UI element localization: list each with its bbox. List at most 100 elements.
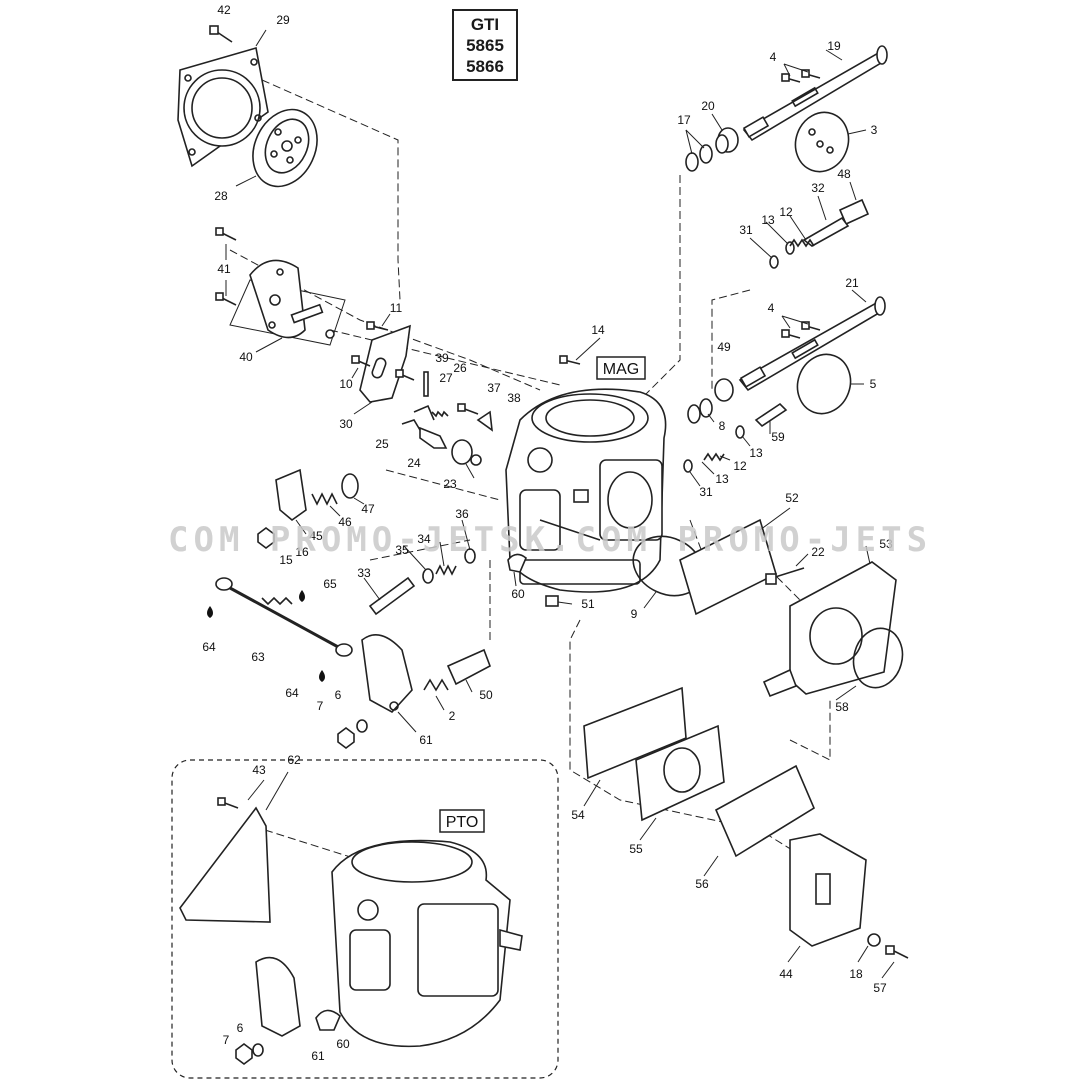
part-number: 29 (276, 13, 290, 27)
part-number: 41 (217, 262, 231, 276)
part-number: 5 (870, 377, 877, 391)
part-number: 16 (295, 545, 309, 559)
part-number: 30 (339, 417, 353, 431)
screw-37b (395, 369, 415, 381)
part-number: 53 (879, 537, 893, 551)
screw-14 (559, 355, 581, 365)
part-number: 21 (845, 276, 859, 290)
part-number: 60 (336, 1037, 350, 1051)
part-number: 35 (395, 543, 409, 557)
watermark-text: COM PROMO-JETSK.COM PROMO-JETSK (168, 520, 928, 560)
bracket-30 (359, 324, 411, 403)
part-number: 23 (443, 477, 457, 491)
bracket-45 (275, 468, 307, 522)
idle-screw-33 (368, 576, 416, 616)
bushing-20 (715, 127, 739, 154)
part-number: 27 (439, 371, 453, 385)
part-number: 20 (701, 99, 715, 113)
mag-label-box (596, 356, 646, 380)
part-number: 38 (507, 391, 521, 405)
part-number: 17 (677, 113, 691, 127)
washer-6-pto (252, 1043, 264, 1057)
nut-7-pto (235, 1043, 253, 1065)
throttle-rod-63 (215, 577, 353, 657)
screw-43 (217, 797, 239, 809)
pin-39 (423, 371, 429, 397)
part-number: 13 (749, 446, 763, 460)
seat-23 (451, 439, 482, 466)
part-number: 58 (835, 700, 849, 714)
nut-51 (545, 595, 559, 607)
shaft-21 (738, 296, 886, 392)
diaphragm-28 (252, 108, 318, 188)
bracket-44 (789, 833, 867, 947)
lever-26 (413, 404, 435, 421)
part-number: 32 (811, 181, 825, 195)
washer-35 (422, 568, 434, 584)
part-number: 11 (390, 301, 403, 315)
part-number: 2 (449, 709, 456, 723)
screw-37 (457, 403, 479, 415)
part-number: 46 (338, 515, 352, 529)
pto-label: PTO (446, 814, 479, 831)
part-number: 34 (417, 532, 431, 546)
part-number: 57 (873, 981, 887, 995)
part-number: 31 (699, 485, 713, 499)
screw-57 (885, 945, 909, 959)
number-leaders (225, 29, 895, 979)
part-number: 52 (785, 491, 799, 505)
lever-61-pto (255, 956, 301, 1037)
part-number: 63 (251, 650, 265, 664)
mag-label: MAG (603, 361, 639, 378)
gasket-55 (635, 724, 725, 822)
part-number: 24 (407, 456, 421, 470)
nut-15 (257, 527, 275, 549)
part-number: 64 (202, 640, 216, 654)
part-number: 19 (827, 39, 841, 53)
pto-group-box (171, 759, 559, 1079)
part-number: 13 (761, 213, 775, 227)
part-number: 48 (837, 167, 851, 181)
spring-34 (435, 564, 457, 576)
part-number: 44 (779, 967, 793, 981)
clip-38 (476, 410, 493, 432)
carburetor-body-pto (331, 839, 523, 1048)
part-number: 60 (511, 587, 525, 601)
spring-2 (423, 678, 449, 692)
o-rings-8 (687, 398, 713, 424)
part-number: 43 (252, 763, 266, 777)
clip-25 (401, 419, 421, 431)
diaphragm-gasket-29 (177, 46, 269, 168)
model-number-1: 5865 (466, 35, 504, 55)
nut-7 (337, 727, 355, 749)
spring-27 (431, 410, 449, 418)
bracket-62 (179, 806, 271, 923)
part-number: 7 (223, 1033, 230, 1047)
washer-6 (356, 719, 368, 733)
oil-drops (207, 590, 325, 682)
needle-32 (802, 216, 850, 247)
pto-label-box (439, 809, 485, 833)
part-number: 6 (335, 688, 342, 702)
part-number: 56 (695, 877, 709, 891)
part-number: 49 (717, 340, 731, 354)
part-number: 31 (739, 223, 753, 237)
part-number: 50 (479, 688, 493, 702)
bushing-47 (341, 473, 359, 499)
o-rings-17 (685, 144, 713, 172)
part-number: 65 (323, 577, 337, 591)
part-number: 12 (733, 459, 747, 473)
cover-56 (714, 764, 816, 858)
o-ring-31-mid (683, 459, 693, 473)
washer-13-mid (735, 425, 745, 439)
washer-18 (867, 933, 881, 947)
part-number: 37 (487, 381, 501, 395)
throttle-plate-3 (794, 111, 850, 173)
part-number: 6 (237, 1021, 244, 1035)
part-number: 25 (375, 437, 389, 451)
screws-41 (215, 227, 237, 306)
spring-46 (311, 492, 338, 506)
part-number: 42 (217, 3, 231, 17)
part-number: 55 (629, 842, 643, 856)
lever-61 (361, 634, 413, 714)
